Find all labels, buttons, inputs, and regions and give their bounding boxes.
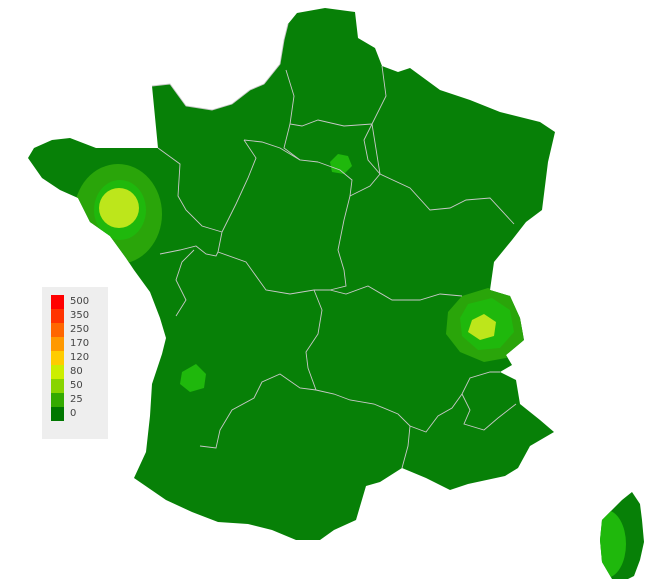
hotspot-paris [330, 154, 352, 174]
legend-label: 25 [70, 394, 83, 405]
legend-item: 500 [51, 295, 107, 309]
legend-swatch [51, 379, 64, 393]
legend-label: 500 [70, 296, 90, 307]
legend-label: 80 [70, 366, 83, 377]
legend-item: 350 [51, 309, 107, 323]
legend-label: 350 [70, 310, 90, 321]
legend-label: 170 [70, 338, 90, 349]
hotspot-nantes-core [99, 188, 139, 228]
legend-label: 0 [70, 408, 77, 419]
legend-item: 250 [51, 323, 107, 337]
legend-label: 250 [70, 324, 90, 335]
legend-swatch [51, 309, 64, 323]
legend-label: 50 [70, 380, 83, 391]
legend-item: 170 [51, 337, 107, 351]
legend-swatch [51, 337, 64, 351]
legend-swatch [51, 393, 64, 407]
legend-item: 80 [51, 365, 107, 379]
legend-item: 120 [51, 351, 107, 365]
legend-label: 120 [70, 352, 90, 363]
hotspot-bordeaux [180, 364, 206, 392]
hotspot-alps-core [468, 314, 496, 340]
legend-item: 25 [51, 393, 107, 407]
legend-swatch [51, 351, 64, 365]
legend-swatch [51, 295, 64, 309]
legend-item: 50 [51, 379, 107, 393]
legend-swatch [51, 365, 64, 379]
legend: 500 350 250 170 120 80 50 25 0 [42, 287, 108, 439]
mainland-france-shape [28, 8, 555, 540]
hotspot-corsica [600, 510, 626, 578]
region-borders [151, 23, 517, 469]
legend-swatch [51, 323, 64, 337]
legend-item: 0 [51, 407, 107, 421]
legend-swatch [51, 407, 64, 421]
